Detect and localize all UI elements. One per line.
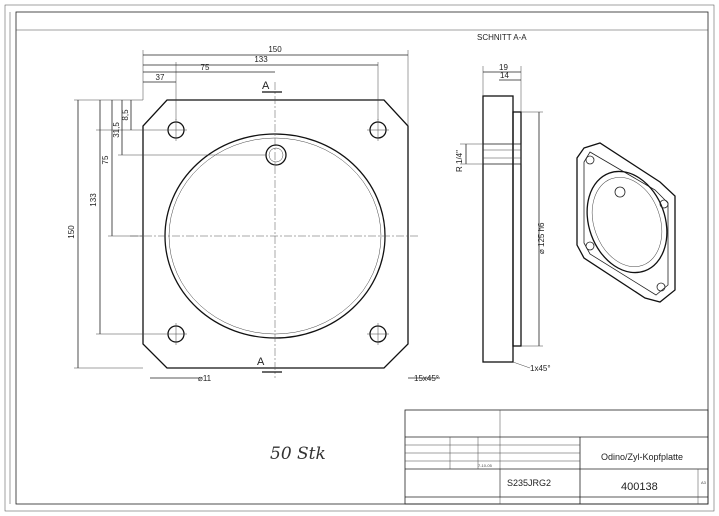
section-thread-hole xyxy=(482,143,522,165)
section-spigot xyxy=(512,111,522,347)
dim-overall-width: 150 xyxy=(268,45,282,54)
section-plate xyxy=(482,95,514,363)
title-block-sheet-size: A3 xyxy=(701,480,707,485)
handwritten-quantity-note: 50 Stk xyxy=(270,444,326,464)
mounting-holes xyxy=(165,119,389,345)
outer-border xyxy=(4,4,715,512)
dim-small-b: 8,5 xyxy=(121,109,130,121)
section-title: SCHNITT A-A xyxy=(477,33,527,42)
section-mark-top: A xyxy=(262,80,270,92)
dim-vertical-hole-spacing: 133 xyxy=(89,193,98,207)
isometric-view xyxy=(576,142,676,303)
front-view: 150 133 75 37 A A 150 133 75 31,5 8,5 xyxy=(67,45,440,383)
title-block-title: Odino/Zyl-Kopfplatte xyxy=(601,452,683,462)
dim-chamfer: 15x45° xyxy=(414,374,439,383)
dim-hole-offset: 37 xyxy=(156,73,165,82)
dim-vertical-center: 75 xyxy=(101,155,110,164)
title-block: 7-10-05 S235JRG2 Odino/Zyl-Kopfplatte 40… xyxy=(404,409,709,505)
dim-small-a: 31,5 xyxy=(112,122,121,138)
section-chamfer: 1x45° xyxy=(530,364,551,373)
plate-outline xyxy=(142,99,409,369)
title-block-drawing-number: 400138 xyxy=(621,481,658,493)
section-mark-bottom: A xyxy=(257,356,265,368)
section-width-inner: 14 xyxy=(500,71,509,80)
dim-overall-height: 150 xyxy=(67,225,76,239)
title-block-date: 7-10-05 xyxy=(478,463,493,468)
drawing-frame xyxy=(15,11,709,505)
dim-hole-diameter: ⌀11 xyxy=(198,374,212,383)
title-block-material: S235JRG2 xyxy=(507,478,551,488)
section-width-total: 19 xyxy=(499,63,508,72)
section-thread: R 1/4" xyxy=(455,150,464,172)
dim-hole-spacing: 133 xyxy=(254,55,268,64)
section-diameter: ⌀ 125 h6 xyxy=(537,222,546,254)
dim-center-to-hole: 75 xyxy=(201,63,210,72)
section-view: SCHNITT A-A 19 14 R 1/4" ⌀ 125 h6 xyxy=(455,33,551,373)
